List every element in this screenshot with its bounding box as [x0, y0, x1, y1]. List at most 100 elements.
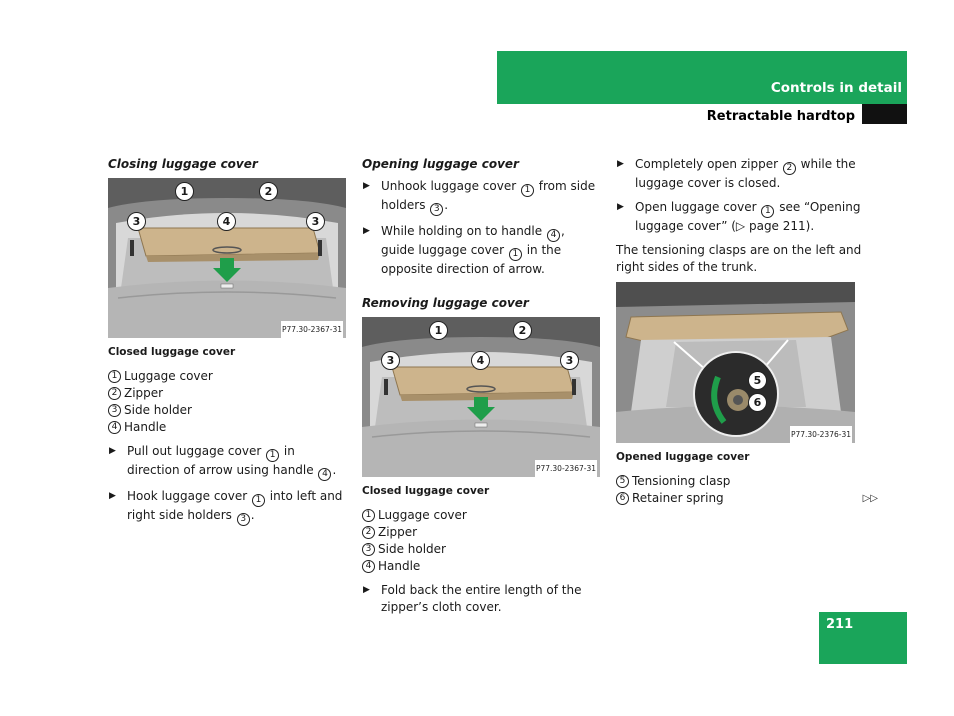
legend-text: Zipper — [124, 386, 164, 400]
ref-number: 1 — [520, 184, 534, 197]
page-reference-link[interactable]: page 211). — [745, 219, 815, 233]
legend-number: 3 — [108, 404, 121, 417]
ref-number: 4 — [318, 468, 332, 481]
callout-3-right: 3 — [306, 212, 325, 231]
step-hook: ▶ Hook luggage cover 1 into left and rig… — [108, 488, 348, 526]
bullet-triangle-icon: ▶ — [109, 491, 116, 501]
step-text: Completely open zipper — [635, 157, 782, 171]
step-text: Open luggage cover — [635, 200, 761, 214]
bullet-triangle-icon: ▶ — [109, 446, 116, 456]
opening-heading: Opening luggage cover — [362, 157, 519, 171]
callout-5: 5 — [748, 371, 767, 390]
legend-number: 5 — [616, 475, 629, 488]
step-open-zipper: ▶ Completely open zipper 2 while the lug… — [616, 156, 878, 192]
step-text: , guide luggage cover — [381, 224, 565, 257]
step-pull-out: ▶ Pull out luggage cover 1 in direction … — [108, 443, 348, 481]
trunk-open-illustration — [616, 282, 855, 443]
step-text: from side holders — [381, 179, 596, 212]
callout-1: 1 — [175, 182, 194, 201]
page-number-box — [819, 612, 907, 664]
subsection-marker — [862, 104, 907, 124]
ref-number: 3 — [236, 513, 250, 526]
step-text: While holding on to handle — [381, 224, 546, 238]
step-text: in direction of arrow using handle — [127, 444, 318, 477]
bullet-triangle-icon: ▶ — [363, 585, 370, 595]
legend-number: 2 — [108, 387, 121, 400]
column-right: ▶ Completely open zipper 2 while the lug… — [616, 156, 878, 507]
figure-closed-cover: 1 2 3 4 3 P77.30-2367-31 — [108, 178, 346, 338]
trunk-illustration — [362, 317, 600, 477]
continued-arrows-icon: ▷▷ — [862, 493, 878, 504]
subsection-title: Retractable hardtop — [706, 109, 855, 124]
step-fold-back: ▶ Fold back the entire length of the zip… — [362, 582, 602, 616]
step-text: Unhook luggage cover — [381, 179, 520, 193]
figure-reference: P77.30-2367-31 — [534, 460, 597, 477]
column-left: Closing luggage cover 1 2 3 4 3 P77.30-2… — [108, 156, 348, 526]
callout-2: 2 — [259, 182, 278, 201]
step-unhook: ▶ Unhook luggage cover 1 from side holde… — [362, 178, 602, 216]
ref-number: 1 — [251, 494, 265, 507]
legend-text: Zipper — [378, 525, 418, 539]
figure-opened-cover: 5 6 P77.30-2376-31 — [616, 282, 855, 443]
legend-number: 6 — [616, 492, 629, 505]
legend-text: Luggage cover — [378, 508, 467, 522]
ref-number: 1 — [508, 248, 522, 261]
ref-number: 3 — [430, 203, 444, 216]
bullet-triangle-icon: ▶ — [363, 226, 370, 236]
legend-text: Handle — [124, 420, 167, 434]
page-ref-triangle-icon: ▷ — [735, 219, 746, 233]
step-text: Pull out luggage cover — [127, 444, 266, 458]
removing-heading: Removing luggage cover — [362, 296, 529, 310]
legend-number: 4 — [108, 421, 121, 434]
step-text: Hook luggage cover — [127, 489, 251, 503]
step-text: . — [332, 463, 337, 477]
callout-4: 4 — [471, 351, 490, 370]
legend-number: 4 — [362, 560, 375, 573]
legend-text: Tensioning clasp — [632, 474, 731, 488]
section-header-bar — [497, 51, 907, 104]
page-number: 211 — [826, 617, 854, 632]
figure-reference: P77.30-2367-31 — [280, 321, 343, 338]
bullet-triangle-icon: ▶ — [617, 202, 624, 212]
figure-caption: Closed luggage cover — [362, 485, 490, 497]
step-open-cover: ▶ Open luggage cover 1 see “Opening lugg… — [616, 199, 878, 235]
figure-caption: Opened luggage cover — [616, 451, 750, 463]
clasps-paragraph: The tensioning clasps are on the left an… — [616, 243, 862, 274]
callout-2: 2 — [513, 321, 532, 340]
step-text: Fold back the entire length of the zippe… — [381, 583, 582, 614]
callout-3-left: 3 — [127, 212, 146, 231]
callout-1: 1 — [429, 321, 448, 340]
figure-caption: Closed luggage cover — [108, 346, 236, 358]
figure-closed-cover-2: 1 2 3 4 3 P77.30-2367-31 — [362, 317, 600, 477]
bullet-triangle-icon: ▶ — [363, 181, 370, 191]
step-text: . — [444, 198, 449, 212]
step-guide: ▶ While holding on to handle 4, guide lu… — [362, 223, 602, 278]
bullet-triangle-icon: ▶ — [617, 159, 624, 169]
legend-text: Luggage cover — [124, 369, 213, 383]
ref-number: 1 — [761, 205, 775, 218]
callout-4: 4 — [217, 212, 236, 231]
callout-3-right: 3 — [560, 351, 579, 370]
step-text: see “Opening luggage cover” ( — [635, 200, 861, 233]
ref-number: 1 — [266, 449, 280, 462]
legend-number: 2 — [362, 526, 375, 539]
legend-number: 3 — [362, 543, 375, 556]
trunk-illustration — [108, 178, 346, 338]
legend-text: Retainer spring — [632, 491, 724, 505]
column-middle: Opening luggage cover ▶ Unhook luggage c… — [362, 156, 602, 616]
step-text: . — [250, 508, 255, 522]
legend-text: Side holder — [378, 542, 446, 556]
figure-reference: P77.30-2376-31 — [789, 426, 852, 443]
